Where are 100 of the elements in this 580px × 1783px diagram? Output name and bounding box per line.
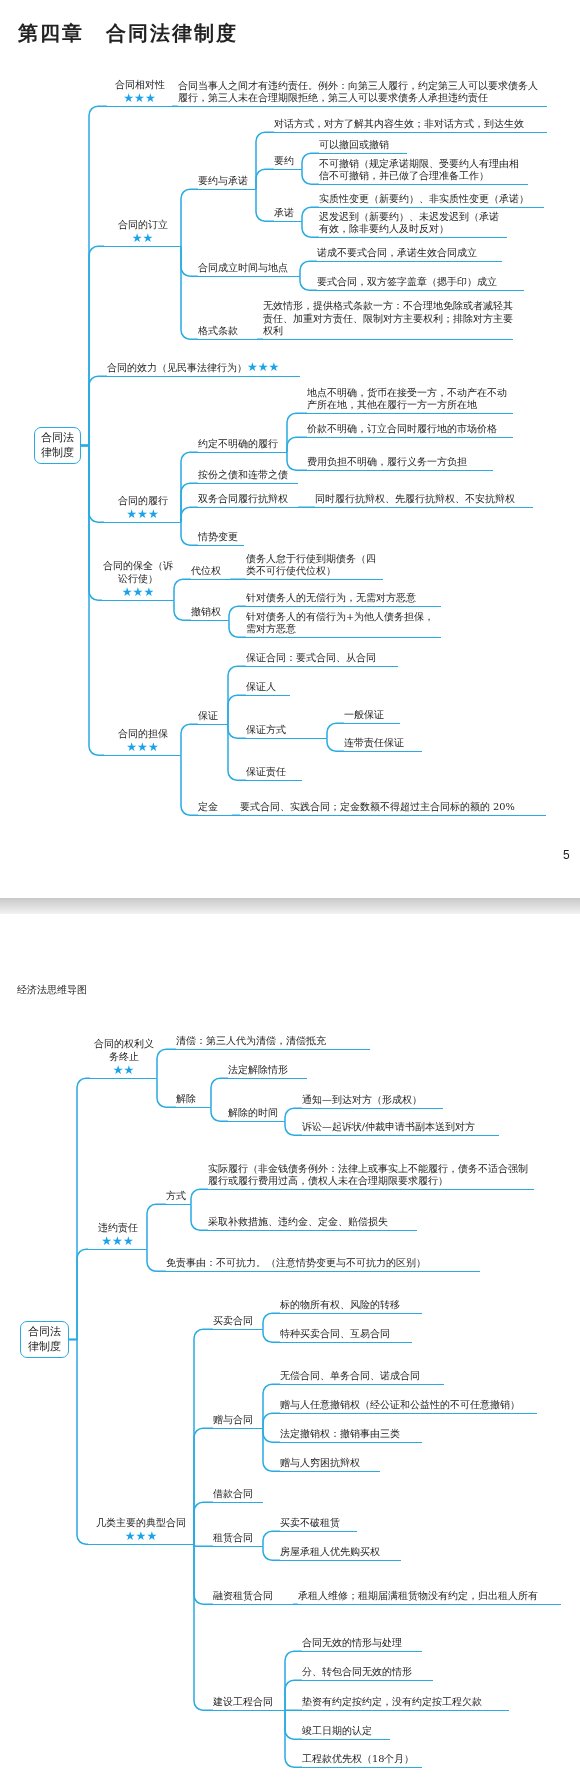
star-rating: ★★★ (122, 91, 157, 105)
branch-connector (180, 506, 199, 523)
branch-label: 可以撤回或撤销 (319, 139, 390, 152)
branch-underline (166, 1190, 191, 1205)
branch-connector (227, 694, 247, 725)
branch-connector (229, 578, 247, 580)
branch-underline (198, 493, 298, 508)
branch-label: 保证合同：要式合同、从合同 (246, 652, 377, 665)
branch-label: 工程款优先权（18个月） (302, 1753, 416, 1766)
star-rating: ★★★ (100, 1234, 135, 1248)
branch-underline (166, 1257, 480, 1272)
branch-label: 几类主要的典型合同 (95, 1517, 187, 1530)
branch-underline (176, 1093, 211, 1108)
branch-label: 买卖不破租赁 (280, 1517, 341, 1530)
branch-label: 标的物所有权、风险的转移 (280, 1299, 401, 1312)
branch-underline (90, 1038, 157, 1079)
branch-underline (198, 469, 298, 484)
branch-underline (302, 1094, 443, 1109)
branch-label: 法定撤销权：撤销事由三类 (280, 1428, 401, 1441)
branch-connector (292, 1603, 299, 1605)
branch-underline (102, 560, 174, 601)
star-rating: ★★ (130, 231, 155, 245)
branch-label: 承诺 (274, 207, 295, 220)
branch-label: 定金 (198, 801, 219, 814)
branch-connector (284, 1709, 303, 1768)
branch-underline (246, 766, 302, 781)
branch-label: 合同的履行 (116, 495, 169, 508)
branch-connector (210, 1106, 229, 1122)
branch-connector (227, 723, 247, 781)
branch-label: 赠与合同 (213, 1414, 254, 1427)
branch-label: 不可撤销（规定承诺期限、受要约人有理由相信不可撤销，并已做了合理准备工作） (319, 157, 520, 183)
branch-connector (284, 1709, 303, 1711)
star-rating: ★★★ (247, 360, 280, 375)
branch-underline (298, 1590, 561, 1605)
branch-connector (146, 1203, 167, 1250)
branch-label: 建设工程合同 (213, 1696, 274, 1709)
star-rating: ★★ (111, 1063, 136, 1077)
branch-label: 保证方式 (246, 724, 287, 737)
branch-underline (213, 1590, 293, 1605)
branch-underline (88, 1222, 147, 1250)
branch-label: 通知—到达对方（形成权） (302, 1094, 423, 1107)
branch-underline (213, 1532, 263, 1547)
branch-label: 合同的订立 (116, 219, 169, 232)
branch-underline (280, 1517, 357, 1532)
branch-label: 解除 (176, 1093, 197, 1106)
branch-label: 合同成立时间与地点 (198, 262, 289, 275)
branch-label: 要约与承诺 (198, 175, 249, 188)
branch-connector (193, 1501, 214, 1545)
branch-label: 地点不明确，货币在接受一方，不动产在不动产所在地，其他在履行一方一方所在地 (307, 386, 508, 412)
branch-connector (190, 1188, 209, 1205)
branch-label: 格式条款 (198, 325, 239, 338)
branch-underline (302, 1637, 422, 1652)
branch-connector (255, 168, 275, 190)
branch-label: 实质性变更（新要约）、非实质性变更（承诺） (319, 193, 530, 206)
branch-underline (246, 652, 398, 667)
branch-connector (301, 220, 320, 238)
branch-underline (198, 438, 287, 453)
root-label: 合同法律制度 (27, 1324, 62, 1355)
branch-underline (213, 1488, 263, 1503)
branch-underline (240, 801, 546, 816)
branch-underline (104, 728, 181, 756)
branch-connector (262, 1427, 281, 1472)
branch-label: 保证 (198, 710, 219, 723)
branch-connector (173, 578, 192, 601)
star-rating: ★★★ (125, 740, 160, 754)
branch-label: 合同的权利义务终止 (92, 1038, 155, 1064)
branch-label: 保证人 (246, 681, 277, 694)
branch-label: 合同当事人之间才有违约责任。例外：向第三人履行，约定第三人可以要求债务人履行，第三人未在合理期限拒绝，第三人可以要求债务人承担违约责任 (178, 79, 539, 105)
star-rating: ★★★ (120, 585, 156, 599)
root-box (34, 427, 81, 464)
branch-connector (146, 1248, 167, 1272)
branch-connector (231, 814, 241, 816)
branch-connector (299, 275, 318, 291)
branch-connector (228, 619, 247, 638)
branch-connector (326, 737, 345, 752)
star-rating: ★★★ (125, 507, 160, 521)
branch-underline (246, 724, 327, 739)
branch-label: 赠与人任意撤销权（经公证和公益性的不可任意撤销） (280, 1399, 521, 1412)
branch-underline (302, 1725, 390, 1740)
branch-underline (319, 193, 544, 208)
branch-underline (317, 276, 524, 291)
branch-connector (255, 188, 275, 222)
branch-label: 方式 (166, 1190, 187, 1203)
branch-label: 清偿：第三人代为清偿，清偿抵充 (176, 1035, 327, 1048)
branch-underline (198, 531, 244, 546)
branch-label: 对话方式，对方了解其内容生效；非对话方式，到达生效 (274, 118, 525, 131)
branch-underline (280, 1399, 537, 1414)
branch-connector (68, 1338, 89, 1545)
branch-connector (190, 1203, 209, 1231)
branch-underline (246, 592, 441, 607)
branch-underline (208, 1216, 417, 1231)
branch-connector (180, 754, 199, 816)
branch-underline (280, 1370, 444, 1385)
branch-underline (274, 155, 302, 170)
branch-connector (210, 1077, 229, 1108)
branch-connector (193, 1543, 214, 1547)
branch-underline (317, 247, 502, 262)
branch-connector (180, 723, 199, 756)
branch-label: 免责事由：不可抗力。（注意情势变更与不可抗力的区别） (166, 1257, 427, 1270)
branch-label: 针对债务人的有偿行为+为他人债务担保，需对方恶意 (246, 610, 436, 636)
